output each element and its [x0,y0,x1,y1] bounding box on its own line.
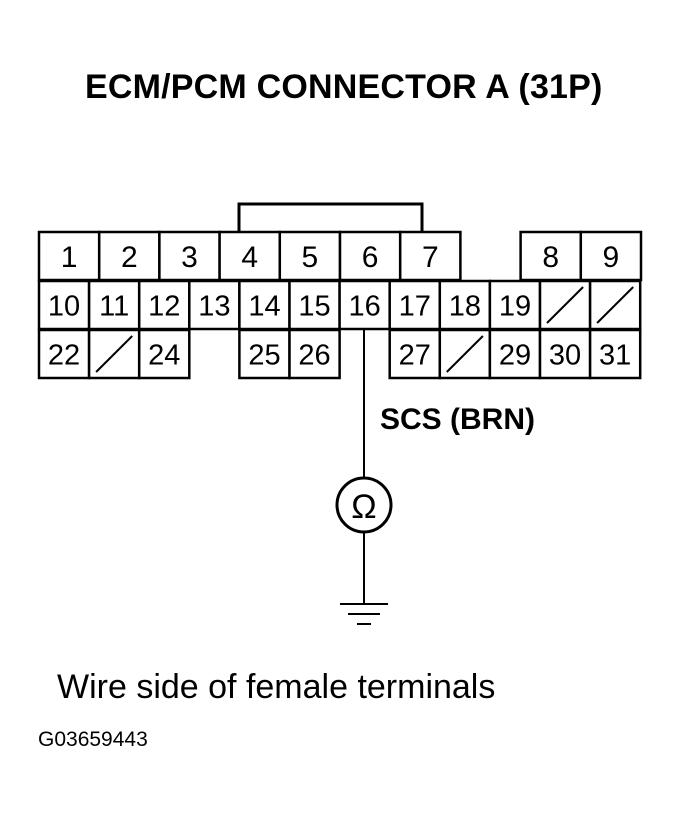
terminal-number: 30 [549,339,581,371]
terminal-number: 13 [198,290,230,322]
terminal-cell: 14 [238,279,291,331]
terminal-number: 19 [499,290,531,322]
terminal-number: 5 [302,241,319,274]
terminal-number: 29 [499,339,531,371]
terminal-cell: 7 [398,230,462,282]
terminal-number: 2 [121,241,138,274]
terminal-number: 14 [248,290,280,322]
terminal-number: 11 [99,290,129,322]
terminal-cell: 4 [218,230,282,282]
terminal-number: 24 [148,339,180,371]
terminal-unused [87,328,141,380]
diagram-title: ECM/PCM CONNECTOR A (31P) [85,68,603,106]
terminal-cell: 16 [338,279,391,331]
terminal-cell: 17 [388,279,442,331]
terminal-number: 12 [148,290,180,322]
terminal-number: 25 [248,339,280,371]
terminal-cell: 22 [37,328,91,380]
terminal-number: 1 [61,241,78,274]
terminal-unused [588,279,642,331]
terminal-number: 17 [399,290,431,322]
terminal-number: 7 [422,241,439,274]
terminal-number: 10 [48,290,80,322]
terminal-number: 26 [298,339,330,371]
ground-icon [340,603,388,625]
terminal-cell: 1 [37,230,101,282]
terminal-cell: 6 [338,230,402,282]
terminal-cell: 10 [37,279,91,331]
figure-id: G03659443 [38,728,148,751]
terminal-cell: 24 [137,328,191,380]
terminal-number: 22 [48,339,80,371]
terminal-number: 27 [399,339,431,371]
terminal-unused [438,328,492,380]
terminal-number: 31 [599,339,631,371]
terminal-cell: 18 [438,279,492,331]
terminal-cell: 30 [538,328,592,380]
terminal-cell: 25 [238,328,291,380]
terminal-number: 15 [298,290,330,322]
terminal-number: 3 [181,241,198,274]
caption: Wire side of female terminals [57,668,496,706]
terminal-cell: 11 [87,279,141,331]
terminal-number: 9 [603,241,620,274]
terminal-cell: 27 [388,328,442,380]
terminal-number: 8 [542,241,559,274]
terminal-cell: 13 [188,279,241,331]
terminal-cell: 29 [488,328,542,380]
terminal-cell: 2 [97,230,161,282]
terminal-cell: 19 [488,279,542,331]
wire-label: SCS (BRN) [380,403,535,436]
terminal-cell: 15 [288,279,341,331]
terminal-cell: 26 [288,328,341,380]
terminal-number: 18 [449,290,481,322]
terminal-cell: 31 [588,328,642,380]
terminal-cell: 3 [158,230,221,282]
terminal-unused [538,279,592,331]
terminal-number: 6 [362,241,379,274]
terminal-cell: 5 [278,230,342,282]
terminal-cell: 8 [519,230,583,282]
terminal-number: 4 [241,241,258,274]
ohmmeter-icon: Ω [335,476,393,534]
terminal-cell: 12 [137,279,191,331]
terminal-number: 16 [349,290,381,322]
connector-lock-tab [237,202,424,232]
svg-text:Ω: Ω [351,488,376,526]
terminal-cell: 9 [579,230,643,282]
